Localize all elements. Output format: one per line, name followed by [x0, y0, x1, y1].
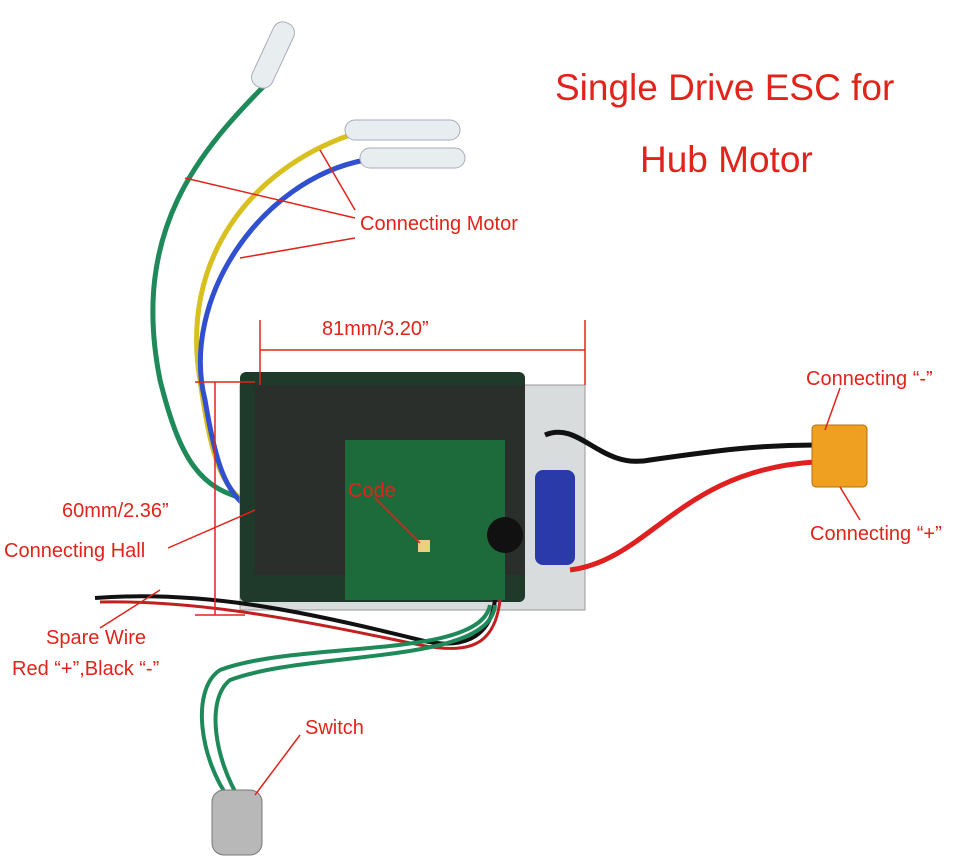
motor-connector	[359, 147, 466, 169]
spare-wire-black	[94, 594, 497, 646]
code-button	[418, 540, 430, 552]
label-width: 81mm/3.20”	[322, 318, 429, 340]
switch-wire	[199, 604, 492, 802]
label-spare-wire-colors: Red “+”,Black “-”	[12, 658, 159, 680]
control-board	[345, 440, 505, 600]
motor-wire-green	[150, 78, 272, 503]
dimension-lines	[99, 149, 861, 796]
label-connecting-motor: Connecting Motor	[360, 213, 518, 235]
capacitor	[535, 470, 575, 565]
battery-wire-black	[544, 429, 816, 464]
motor-connector	[344, 119, 461, 141]
battery-wire-red	[569, 459, 816, 573]
spare-wire-red	[99, 599, 502, 651]
label-spare-wire: Spare Wire	[46, 627, 146, 649]
title-line-1: Single Drive ESC for	[555, 67, 894, 108]
title-line-2: Hub Motor	[640, 139, 813, 180]
label-connecting-hall: Connecting Hall	[4, 540, 145, 562]
label-switch: Switch	[305, 717, 364, 739]
xt60-connector	[811, 424, 868, 488]
label-code: Code	[348, 480, 396, 502]
label-connecting-negative: Connecting “-”	[806, 368, 933, 390]
switch-wire	[213, 604, 497, 802]
buzzer	[487, 517, 523, 553]
label-connecting-positive: Connecting “+”	[810, 523, 942, 545]
label-height: 60mm/2.36”	[62, 500, 169, 522]
motor-connector	[251, 21, 295, 89]
switch-button	[211, 789, 263, 856]
motor-wire-blue	[198, 157, 366, 513]
